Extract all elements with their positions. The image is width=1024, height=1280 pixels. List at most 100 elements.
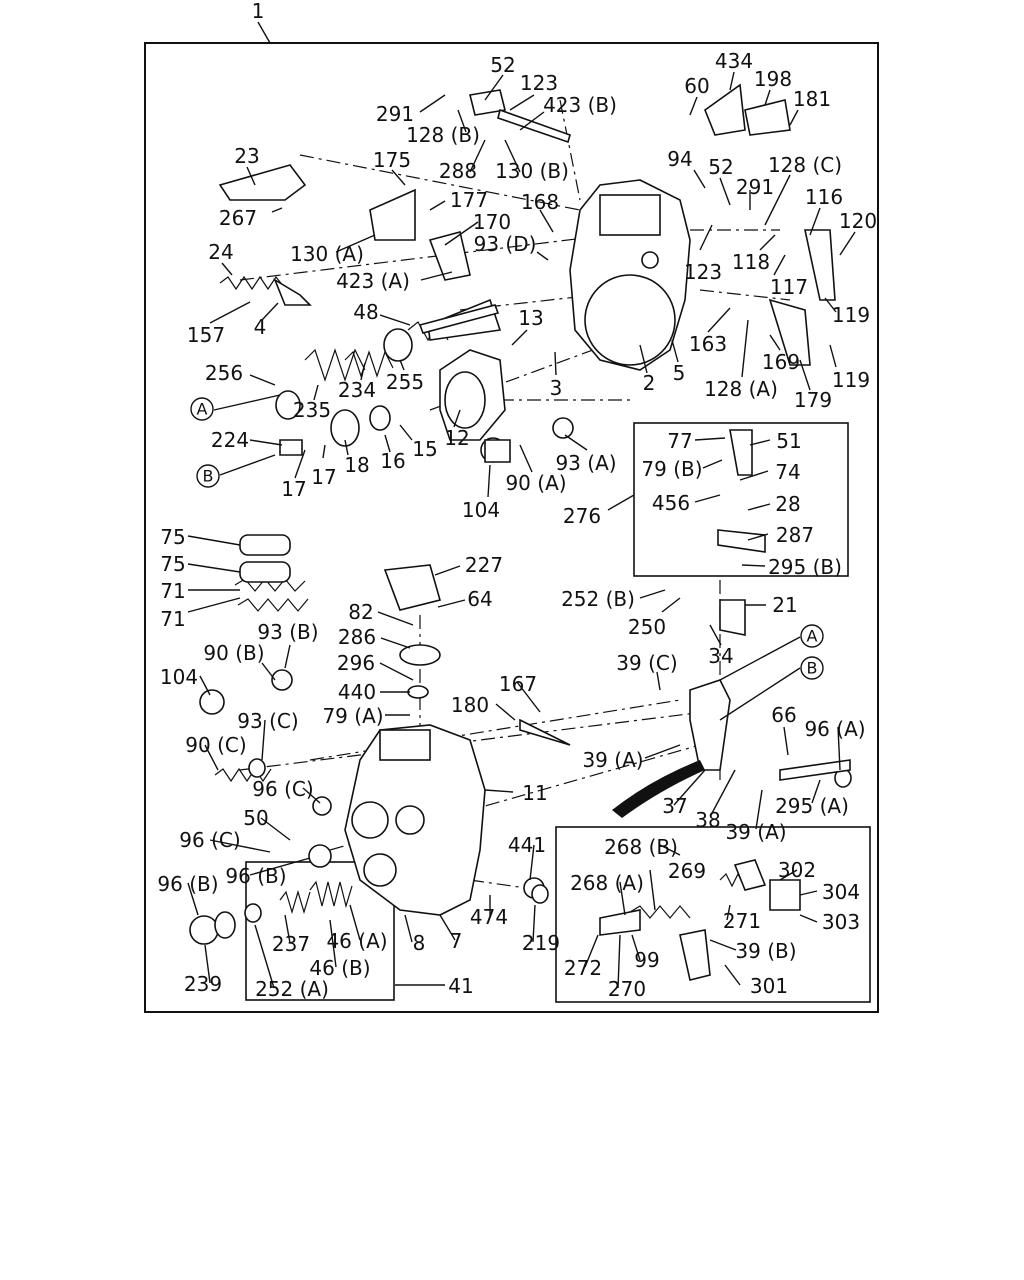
part-label: 90 (A) bbox=[505, 471, 566, 495]
part-label: 1 bbox=[252, 0, 265, 23]
part-label: 90 (C) bbox=[185, 733, 246, 757]
part-label: 128 (C) bbox=[768, 153, 842, 177]
part-label: 270 bbox=[608, 977, 646, 1001]
part-label: 3 bbox=[550, 376, 563, 400]
detail-arrow bbox=[612, 760, 705, 818]
part-label: 252 (B) bbox=[561, 587, 635, 611]
part-label: 123 bbox=[520, 71, 558, 95]
part-label: 250 bbox=[628, 615, 666, 639]
diagram-frame bbox=[144, 42, 879, 1013]
part-label: 286 bbox=[338, 625, 376, 649]
part-label: 180 bbox=[451, 693, 489, 717]
part-label: 252 (A) bbox=[255, 977, 329, 1001]
part-labels: 1 52 123 291 423 (B) 128 (B) 434 60 198 … bbox=[157, 0, 877, 1001]
part-label: 104 bbox=[462, 498, 500, 522]
part-label: 123 bbox=[684, 260, 722, 284]
part-label: 7 bbox=[450, 929, 463, 953]
part-label: 120 bbox=[839, 209, 877, 233]
pump-lower-housing bbox=[344, 724, 486, 916]
part-label: 169 bbox=[762, 350, 800, 374]
part-label: 288 bbox=[439, 159, 477, 183]
part-label: 39 (C) bbox=[616, 651, 677, 675]
part-label: 48 bbox=[353, 300, 378, 324]
part-label: 255 bbox=[386, 370, 424, 394]
part-label: 118 bbox=[732, 250, 770, 274]
part-label: 8 bbox=[413, 931, 426, 955]
subassembly-box-lower-right bbox=[555, 826, 871, 1003]
part-label: 75 bbox=[160, 552, 185, 576]
part-label: 296 bbox=[337, 651, 375, 675]
part-label: 37 bbox=[662, 794, 687, 818]
part-label: 170 bbox=[473, 210, 511, 234]
part-label: 17 bbox=[311, 465, 336, 489]
part-label: 179 bbox=[794, 388, 832, 412]
part-label: 18 bbox=[344, 453, 369, 477]
part-label: 96 (A) bbox=[804, 717, 865, 741]
part-label: 175 bbox=[373, 148, 411, 172]
part-label: 96 (C) bbox=[252, 777, 313, 801]
part-label: 272 bbox=[564, 956, 602, 980]
part-label: 74 bbox=[775, 460, 800, 484]
part-label: 219 bbox=[522, 931, 560, 955]
part-label: 291 bbox=[736, 175, 774, 199]
part-label: 96 (B) bbox=[225, 864, 286, 888]
part-label: 96 (B) bbox=[157, 872, 218, 896]
callout-letter: B bbox=[807, 659, 818, 678]
part-label: 234 bbox=[338, 378, 376, 402]
part-label: 130 (A) bbox=[290, 242, 364, 266]
part-label: 46 (A) bbox=[326, 929, 387, 953]
part-label: 423 (B) bbox=[543, 93, 617, 117]
part-label: 104 bbox=[160, 665, 198, 689]
part-label: 39 (A) bbox=[725, 820, 786, 844]
part-label: 269 bbox=[668, 859, 706, 883]
part-label: 268 (B) bbox=[604, 835, 678, 859]
callout-letter: A bbox=[807, 627, 818, 646]
part-label: 2 bbox=[643, 371, 656, 395]
part-label: 267 bbox=[219, 206, 257, 230]
leader-lines bbox=[187, 71, 856, 989]
part-label: 198 bbox=[754, 67, 792, 91]
part-label: 235 bbox=[293, 398, 331, 422]
part-label: 163 bbox=[689, 332, 727, 356]
part-label: 181 bbox=[793, 87, 831, 111]
part-label: 93 (A) bbox=[555, 451, 616, 475]
part-label: 119 bbox=[832, 368, 870, 392]
callout-letter: A bbox=[197, 400, 208, 419]
part-label: 51 bbox=[776, 429, 801, 453]
part-label: 75 bbox=[160, 525, 185, 549]
part-label: 60 bbox=[684, 74, 709, 98]
part-label: 167 bbox=[499, 672, 537, 696]
part-label: 291 bbox=[376, 102, 414, 126]
part-label: 96 (C) bbox=[179, 828, 240, 852]
springs-and-small-parts bbox=[189, 83, 852, 981]
part-label: 21 bbox=[772, 593, 797, 617]
part-label: 116 bbox=[805, 185, 843, 209]
part-label: 303 bbox=[822, 910, 860, 934]
part-label: 52 bbox=[708, 155, 733, 179]
part-label: 456 bbox=[652, 491, 690, 515]
part-label: 39 (B) bbox=[735, 939, 796, 963]
part-label: 256 bbox=[205, 361, 243, 385]
part-label: 440 bbox=[338, 680, 376, 704]
part-label: 302 bbox=[778, 858, 816, 882]
part-label: 13 bbox=[518, 306, 543, 330]
part-label: 50 bbox=[243, 806, 268, 830]
part-label: 79 (B) bbox=[641, 457, 702, 481]
part-label: 117 bbox=[770, 275, 808, 299]
part-label: 128 (B) bbox=[406, 123, 480, 147]
part-label: 295 (A) bbox=[775, 794, 849, 818]
part-label: 17 bbox=[281, 477, 306, 501]
part-label: 23 bbox=[234, 144, 259, 168]
part-label: 93 (C) bbox=[237, 709, 298, 733]
part-label: 93 (B) bbox=[257, 620, 318, 644]
part-label: 34 bbox=[708, 644, 733, 668]
part-label: 71 bbox=[160, 607, 185, 631]
part-label: 295 (B) bbox=[768, 555, 842, 579]
part-label: 46 (B) bbox=[309, 956, 370, 980]
part-label: 94 bbox=[667, 147, 692, 171]
part-label: 28 bbox=[775, 492, 800, 516]
part-label: 77 bbox=[667, 429, 692, 453]
part-label: 177 bbox=[450, 188, 488, 212]
part-label: 128 (A) bbox=[704, 377, 778, 401]
